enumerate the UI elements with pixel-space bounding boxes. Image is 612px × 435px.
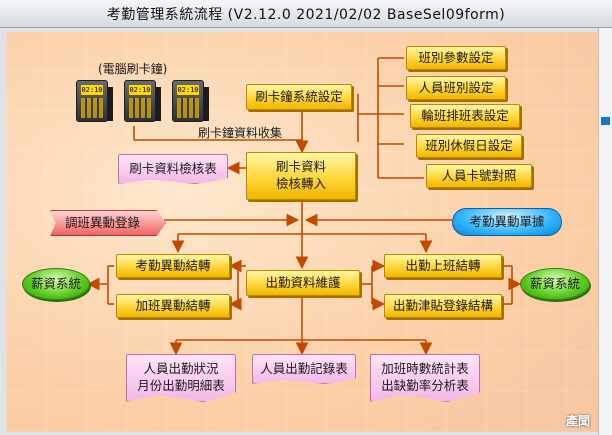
report-attendance-records-button[interactable]: 人員出勤記錄表 xyxy=(252,354,356,384)
card-reader-2: 02:10 xyxy=(124,80,161,122)
flow-canvas: (電腦刷卡鐘) 02:10 02:10 02:10 刷卡鐘資料收集 刷卡鐘系統設… xyxy=(6,32,598,432)
attendance-maintenance-button[interactable]: 出勤資料維護 xyxy=(246,270,360,296)
payroll-system-left-button[interactable]: 薪資系統 xyxy=(22,268,90,300)
devices-heading: (電腦刷卡鐘) xyxy=(98,62,168,76)
attendance-change-post-button[interactable]: 考勤異動結轉 xyxy=(116,254,230,278)
window-right-edge xyxy=(598,28,612,435)
overtime-change-post-button[interactable]: 加班異動結轉 xyxy=(116,294,230,318)
card-process-button[interactable]: 刷卡資料 檢核轉入 xyxy=(246,152,356,200)
card-check-report-button[interactable]: 刷卡資料檢核表 xyxy=(118,154,228,184)
flow-connectors xyxy=(86,57,522,356)
blue-marker-icon xyxy=(601,117,610,125)
report-status-line2: 月份出勤明細表 xyxy=(137,378,225,393)
shift-params-button[interactable]: 班別參數設定 xyxy=(406,46,506,70)
report-overtime-button[interactable]: 加班時數統計表 出缺勤率分析表 xyxy=(370,354,480,402)
report-overtime-line1: 加班時數統計表 xyxy=(381,361,469,377)
report-overtime-line2: 出缺勤率分析表 xyxy=(381,378,469,393)
report-attendance-status-button[interactable]: 人員出勤狀況 月份出勤明細表 xyxy=(126,354,236,402)
card-process-line1: 刷卡資料 xyxy=(275,159,326,175)
attendance-change-slip-button[interactable]: 考勤異動單據 xyxy=(452,208,562,236)
card-reader-display: 02:10 xyxy=(177,85,199,95)
collect-label: 刷卡鐘資料收集 xyxy=(198,126,283,140)
card-reader-3: 02:10 xyxy=(172,80,209,122)
payroll-system-right-button[interactable]: 薪資系統 xyxy=(520,268,590,300)
card-reader-1: 02:10 xyxy=(76,80,113,122)
window-title: 考勤管理系統流程 (V2.12.0 2021/02/02 BaseSel09fo… xyxy=(0,0,612,28)
card-mapping-button[interactable]: 人員卡號對照 xyxy=(426,164,532,188)
card-process-line2: 檢核轉入 xyxy=(275,176,326,191)
report-status-line1: 人員出勤狀況 xyxy=(143,361,219,377)
shift-change-button[interactable]: 調班異動登錄 xyxy=(50,210,166,236)
clock-settings-button[interactable]: 刷卡鐘系統設定 xyxy=(246,84,352,110)
shift-holiday-button[interactable]: 班別休假日設定 xyxy=(416,134,522,158)
rotation-schedule-button[interactable]: 輪班排班表設定 xyxy=(410,104,520,128)
work-attendance-post-button[interactable]: 出勤上班結轉 xyxy=(384,254,502,278)
allowance-post-button[interactable]: 出勤津貼登錄結構 xyxy=(384,294,502,318)
watermark: 產聞 xyxy=(566,414,591,428)
staff-shift-button[interactable]: 人員班別設定 xyxy=(406,76,506,100)
card-reader-display: 02:10 xyxy=(81,85,103,95)
card-reader-display: 02:10 xyxy=(129,85,151,95)
